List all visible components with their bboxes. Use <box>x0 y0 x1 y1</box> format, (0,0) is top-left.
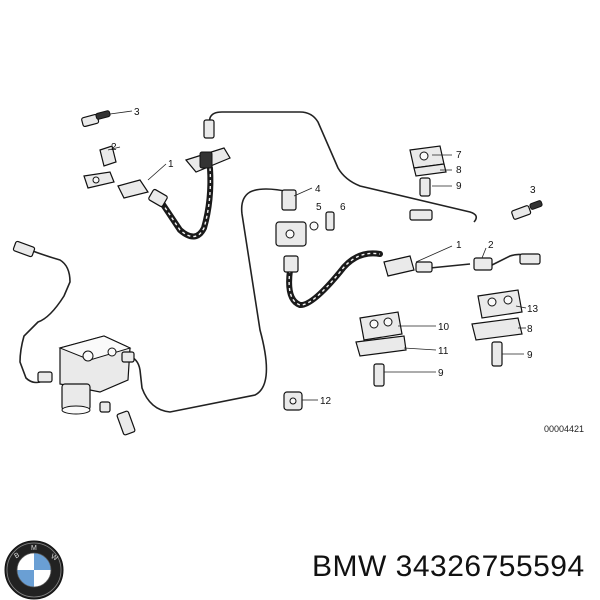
callout-10: 10 <box>438 322 450 333</box>
callout-5: 5 <box>316 202 322 213</box>
part-number-label: BMW 34326755594 <box>312 550 585 583</box>
brake-pressure-regulator <box>37 335 136 436</box>
callout-3: 3 <box>134 107 140 118</box>
callout-3: 3 <box>530 185 536 196</box>
callout-leaders <box>107 110 527 401</box>
callout-11: 11 <box>438 346 449 357</box>
pipe-clip-top-right <box>409 145 447 221</box>
pipe-clip-middle <box>355 311 407 387</box>
callout-2: 2 <box>488 240 494 251</box>
callout-numbers: 3 2 1 4 5 6 7 8 9 3 1 2 13 8 9 10 11 9 1… <box>111 107 539 407</box>
bmw-roundel-icon: B M W <box>4 540 64 600</box>
pipe-union-left <box>83 145 117 189</box>
callout-13: 13 <box>527 304 539 315</box>
callout-4: 4 <box>315 184 321 195</box>
svg-text:B: B <box>13 552 21 561</box>
callout-8: 8 <box>456 165 462 176</box>
tee-fitting <box>275 189 335 273</box>
flex-brake-hoses <box>157 165 383 308</box>
bleeder-screw-right <box>511 200 543 220</box>
svg-text:W: W <box>49 553 59 563</box>
callout-1: 1 <box>168 159 174 170</box>
hose-bracket-right <box>383 253 541 277</box>
grommet <box>283 391 303 411</box>
pipe-clip-right <box>471 289 523 367</box>
svg-text:M: M <box>31 545 37 552</box>
document-number: 00004421 <box>544 424 584 434</box>
rigid-brake-pipes <box>19 111 541 413</box>
hose-bracket-left <box>117 119 231 208</box>
callout-9: 9 <box>438 368 444 379</box>
callout-12: 12 <box>320 396 332 407</box>
callout-8: 8 <box>527 324 533 335</box>
callout-7: 7 <box>456 150 462 161</box>
callout-9: 9 <box>527 350 533 361</box>
bleeder-screw-top-left <box>81 110 111 128</box>
callout-9: 9 <box>456 181 462 192</box>
callout-1: 1 <box>456 240 462 251</box>
callout-2: 2 <box>111 142 117 153</box>
pipe-end-fitting-left <box>12 240 36 258</box>
callout-6: 6 <box>340 202 346 213</box>
